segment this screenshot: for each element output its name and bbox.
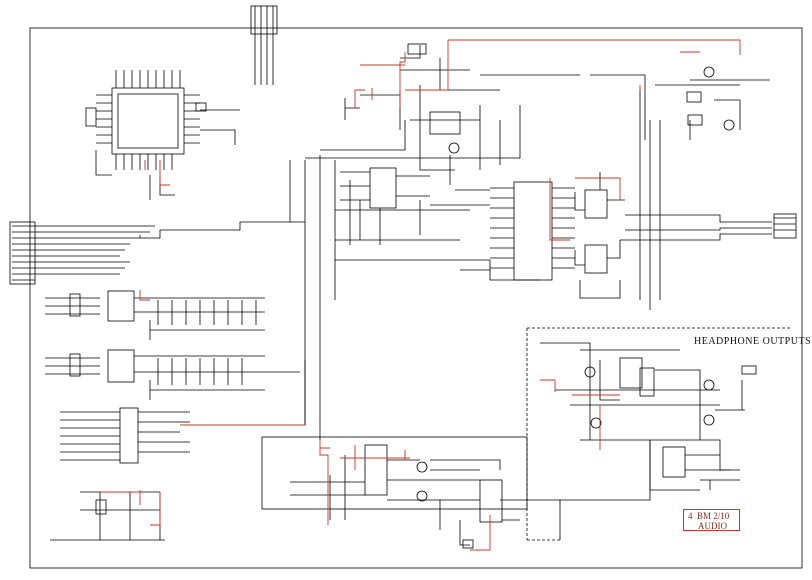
sheet-id-box: 4 BM 2/10 AUDIO	[683, 509, 740, 531]
mcu-chip	[111, 87, 185, 155]
headphone-outputs-label: HEADPHONE OUTPUTS	[694, 336, 812, 347]
right-connector	[773, 213, 797, 239]
main-audio-ic	[513, 181, 553, 281]
lower-audio-block	[261, 436, 528, 510]
sheet-number: 4	[688, 511, 693, 521]
sheet-name: AUDIO	[698, 521, 727, 531]
drawing-frame	[29, 27, 803, 569]
left-connector	[9, 221, 36, 285]
top-connector	[250, 5, 278, 35]
opamp-center-left	[369, 167, 397, 209]
headphone-buffer-ic	[662, 446, 686, 478]
sheet-code: BM 2/10	[697, 511, 730, 521]
headphone-amp-ic	[619, 357, 643, 389]
